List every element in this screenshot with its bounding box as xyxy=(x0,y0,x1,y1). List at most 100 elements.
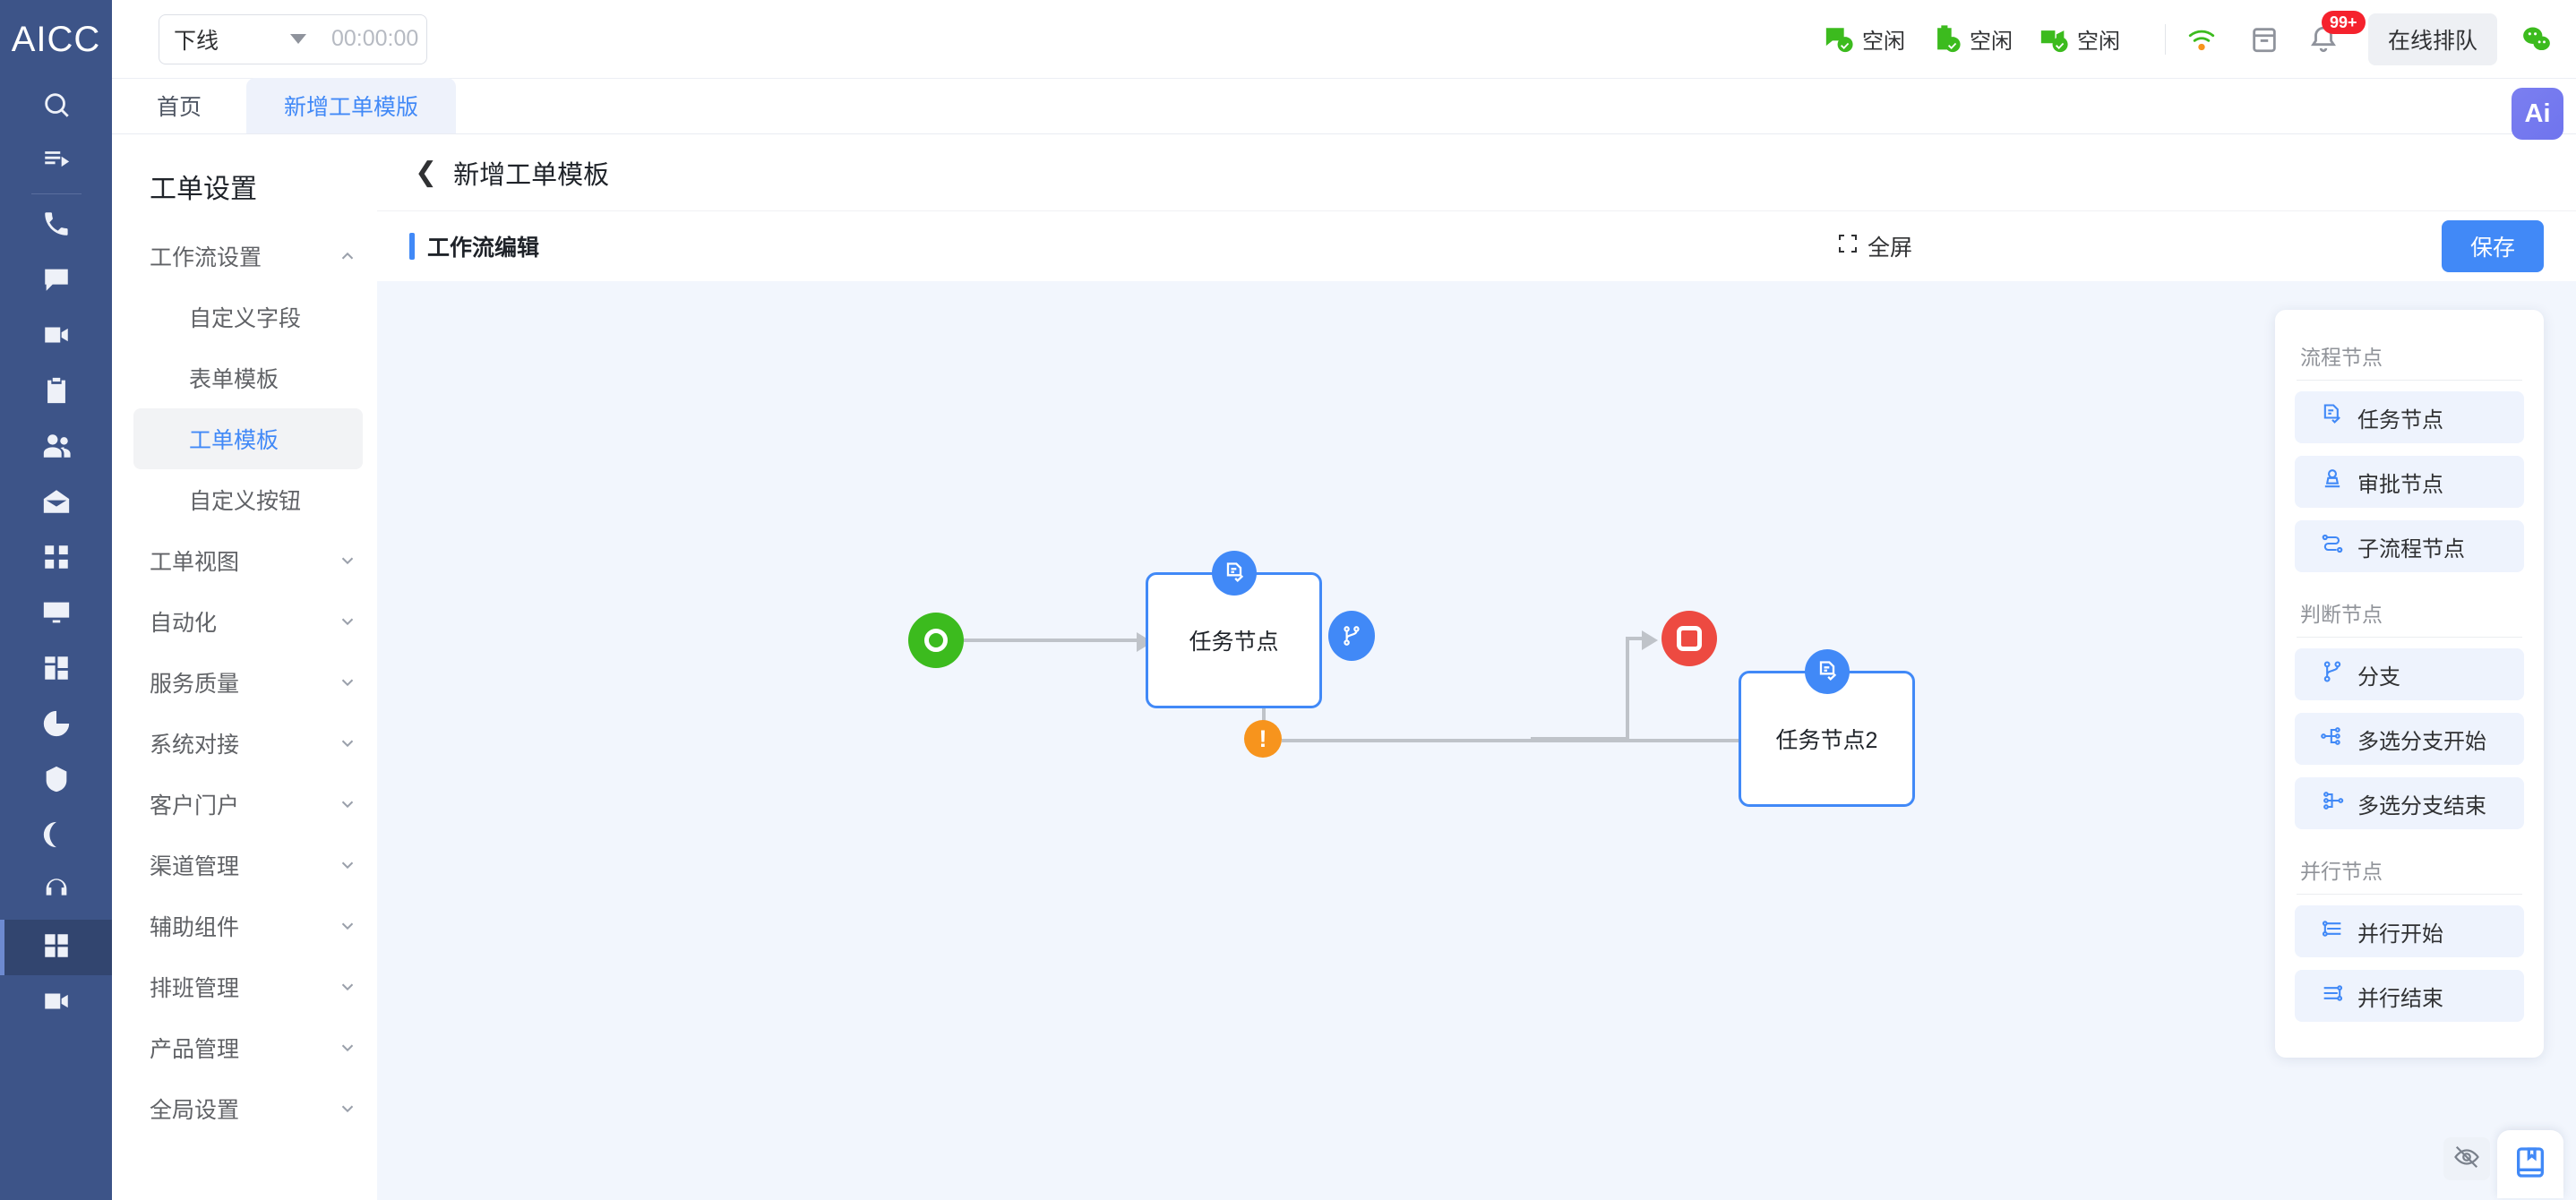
node-start[interactable] xyxy=(908,613,964,668)
task-node-card: 任务节点2 xyxy=(1739,649,1915,807)
channel-status-video[interactable]: 空闲 xyxy=(2038,23,2120,56)
wechat-icon[interactable] xyxy=(2520,23,2553,56)
node-warning[interactable]: ! xyxy=(1244,720,1282,758)
online-queue-button[interactable]: 在线排队 xyxy=(2367,13,2497,65)
palette-item-parallel-start[interactable]: 并行开始 xyxy=(2295,905,2524,957)
chevron-left-icon[interactable]: ❮ xyxy=(415,158,438,187)
palette-section-title: 并行节点 xyxy=(2300,860,2383,883)
video-idle-icon xyxy=(2038,23,2070,56)
menu-label: 辅助组件 xyxy=(150,915,240,940)
palette-item-approval-node[interactable]: 审批节点 xyxy=(2295,456,2524,508)
save-button[interactable]: 保存 xyxy=(2441,220,2544,272)
fullscreen-button[interactable]: 全屏 xyxy=(1837,230,1912,262)
header-right-group: 空闲 空闲 空闲 99+ 在线排队 xyxy=(1823,10,2576,65)
rail-item-dashboard[interactable] xyxy=(0,642,112,698)
menu-item-form-template[interactable]: 表单模板 xyxy=(112,347,377,408)
chevron-down-icon xyxy=(290,34,306,44)
rail-item-screen[interactable] xyxy=(0,975,112,1031)
parallel-end-icon xyxy=(2320,981,2345,1012)
agent-status-select[interactable]: 下线 00:00:00 xyxy=(159,13,427,64)
palette-item-label: 并行结束 xyxy=(2357,986,2443,1011)
palette-item-label: 多选分支结束 xyxy=(2357,793,2486,819)
chevron-down-icon xyxy=(338,916,357,936)
rail-item-contacts[interactable] xyxy=(0,420,112,476)
rail-item-video[interactable] xyxy=(0,309,112,364)
menu-label: 自动化 xyxy=(150,611,218,636)
palette-item-parallel-end[interactable]: 并行结束 xyxy=(2295,970,2524,1022)
menu-item-ticket-template[interactable]: 工单模板 xyxy=(133,408,363,469)
menu-item-product-management[interactable]: 产品管理 xyxy=(112,1017,377,1078)
notification-bell[interactable]: 99+ xyxy=(2307,10,2366,56)
palette-item-subflow-node[interactable]: 子流程节点 xyxy=(2295,520,2524,572)
menu-label: 表单模板 xyxy=(189,367,279,392)
menu-item-customer-portal[interactable]: 客户门户 xyxy=(112,774,377,835)
rail-item-moon[interactable] xyxy=(0,809,112,864)
section-heading: 工作流编辑 xyxy=(377,230,539,262)
menu-label: 排班管理 xyxy=(150,976,240,1001)
menu-item-service-quality[interactable]: 服务质量 xyxy=(112,652,377,713)
rail-item-support[interactable] xyxy=(0,864,112,920)
channel-status-chat[interactable]: 空闲 xyxy=(1823,23,1905,56)
palette-section-title: 判断节点 xyxy=(2300,603,2383,626)
menu-item-global-settings[interactable]: 全局设置 xyxy=(112,1078,377,1139)
workflow-canvas[interactable]: 任务节点 ! xyxy=(377,281,2576,1200)
playlist-play-icon xyxy=(41,145,72,180)
rail-item-search[interactable] xyxy=(0,79,112,134)
palette-item-multi-branch-start[interactable]: 多选分支开始 xyxy=(2295,713,2524,765)
rail-item-playlist[interactable] xyxy=(0,134,112,190)
menu-item-automation[interactable]: 自动化 xyxy=(112,591,377,652)
rail-item-clipboard[interactable] xyxy=(0,364,112,420)
menu-item-shift-management[interactable]: 排班管理 xyxy=(112,956,377,1017)
palette-item-branch[interactable]: 分支 xyxy=(2295,648,2524,700)
subflow-icon xyxy=(2320,531,2345,562)
settings-menu: 工单设置 工作流设置 自定义字段 表单模板 工单模板 自定义按钮 工单视图 xyxy=(112,134,377,1200)
menu-item-custom-fields[interactable]: 自定义字段 xyxy=(112,287,377,347)
palette-item-label: 任务节点 xyxy=(2357,407,2443,433)
rail-item-shield[interactable] xyxy=(0,753,112,809)
menu-item-system-integration[interactable]: 系统对接 xyxy=(112,713,377,774)
rail-item-settings-active[interactable] xyxy=(0,920,112,975)
menu-item-custom-button[interactable]: 自定义按钮 xyxy=(112,469,377,530)
arrow-to-end xyxy=(1642,630,1658,650)
edge-warn-to-task2 xyxy=(1282,739,1867,742)
rail-item-analytics[interactable] xyxy=(0,698,112,753)
rail-item-monitor[interactable] xyxy=(0,587,112,642)
mail-open-icon xyxy=(41,486,72,521)
channel-status-ticket[interactable]: 空闲 xyxy=(1930,23,2013,56)
menu-item-channel-management[interactable]: 渠道管理 xyxy=(112,835,377,896)
menu-item-ticket-view[interactable]: 工单视图 xyxy=(112,530,377,591)
manual-button[interactable] xyxy=(2497,1130,2563,1198)
calendar-icon[interactable] xyxy=(2248,23,2280,56)
fullscreen-label: 全屏 xyxy=(1868,236,1913,261)
palette-item-task-node[interactable]: 任务节点 xyxy=(2295,391,2524,443)
channel-status-chat-label: 空闲 xyxy=(1861,30,1905,54)
edge-start-to-task1 xyxy=(964,639,1138,642)
warning-node-label: ! xyxy=(1258,724,1267,752)
video-camera-icon xyxy=(41,320,72,355)
start-node-inner xyxy=(924,629,948,652)
menu-item-workflow-settings[interactable]: 工作流设置 xyxy=(112,226,377,287)
tab-home[interactable]: 首页 xyxy=(156,95,202,120)
menu-item-auxiliary-components[interactable]: 辅助组件 xyxy=(112,896,377,956)
rail-item-chat[interactable] xyxy=(0,253,112,309)
node-task-2[interactable]: 任务节点2 xyxy=(1739,649,1915,807)
node-end[interactable] xyxy=(1662,611,1717,666)
ai-assistant-button[interactable]: Ai xyxy=(2512,88,2563,140)
node-branch[interactable] xyxy=(1328,611,1375,661)
task-node-card: 任务节点 xyxy=(1146,551,1322,708)
palette-item-multi-branch-end[interactable]: 多选分支结束 xyxy=(2295,777,2524,829)
rail-item-phone[interactable] xyxy=(0,198,112,253)
node-task-1[interactable]: 任务节点 xyxy=(1146,551,1322,708)
settings-grid-icon xyxy=(41,930,72,965)
wifi-icon[interactable] xyxy=(2185,23,2218,56)
palette-item-label: 分支 xyxy=(2357,664,2400,690)
branch-icon xyxy=(2320,659,2345,690)
chevron-down-icon xyxy=(338,977,357,997)
toggle-visibility-button[interactable] xyxy=(2443,1137,2490,1180)
chevron-down-icon xyxy=(338,612,357,631)
rail-item-mail[interactable] xyxy=(0,476,112,531)
tab-new-ticket-template[interactable]: 新增工单模版 xyxy=(246,78,457,133)
rail-item-apps[interactable] xyxy=(0,531,112,587)
menu-label: 客户门户 xyxy=(150,793,240,819)
chat-icon xyxy=(41,264,72,299)
